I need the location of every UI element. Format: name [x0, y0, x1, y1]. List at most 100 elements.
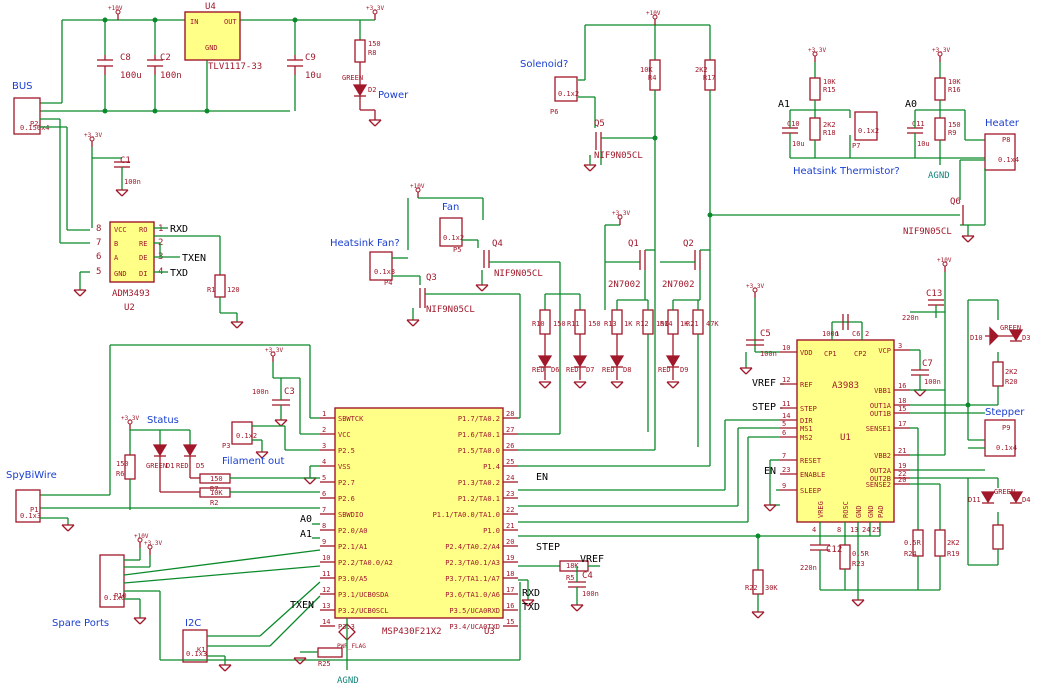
r8-value: 150: [368, 40, 381, 48]
u4-pin-out: OUT: [224, 18, 237, 26]
c12-ref: C12: [826, 545, 842, 555]
r10-ref: R11: [567, 320, 580, 328]
heatsink-thermistor-label: Heatsink Thermistor?: [793, 166, 900, 177]
stepper-section: D10 GREEN D3 R20 2K2 Stepper 0.1x4 P9 D1…: [965, 299, 1030, 566]
u3-right-pin-num: 20: [506, 538, 514, 546]
r9-value: 150: [553, 320, 566, 328]
u1-top-pin-num: 1: [835, 330, 839, 338]
u3-v33: +3.3V: [265, 347, 283, 354]
u3-left-pin-name: SBWDIO: [338, 511, 363, 519]
u1-bottom-pin-name: GND: [867, 505, 875, 518]
d2-led: [352, 84, 368, 97]
fan-v10: +10V: [410, 183, 425, 190]
p7-value: 0.1x2: [858, 127, 879, 135]
v10-rail-label: +10V: [108, 5, 123, 12]
d8-ref: D8: [623, 366, 631, 374]
v33-rail-label: +3.3V: [366, 5, 384, 12]
heater-label: Heater: [985, 118, 1020, 129]
r4-ref: R17: [703, 74, 716, 82]
u2-pin5: 5: [96, 267, 101, 277]
u1-left-pin-name: VDD: [800, 349, 813, 357]
p10-value: 0.1x6: [104, 594, 125, 602]
r15-value: 2K2: [823, 121, 836, 129]
u3-pin-labels: SBWTCK1VCC2P2.53VSS4P2.75P2.66SBWDIO7P2.…: [320, 410, 518, 631]
c10-ref: C10: [787, 120, 800, 128]
u1-value: A3983: [832, 381, 859, 391]
c3-value: 100n: [252, 388, 269, 396]
power-regulator-section: +10V +3.3V IN OUT GND U4 TLV1117-33 C8 1…: [40, 2, 409, 127]
u3-right-pin-name: P1.5/TA0.0: [458, 447, 500, 455]
u1-left-pin-num: 10: [782, 344, 790, 352]
u3-value: MSP430F21X2: [382, 627, 442, 637]
bus-label: BUS: [12, 81, 33, 92]
r3-value: 10K: [640, 66, 653, 74]
u3-left-pin-name: P2.7: [338, 479, 355, 487]
u1-right-pin-num: 15: [898, 405, 906, 413]
p6-ref: P6: [550, 108, 558, 116]
u1-right-pin-num: 20: [898, 476, 906, 484]
p5-ref: P5: [453, 246, 461, 254]
net-rxd-u2: RXD: [170, 224, 188, 235]
u1-left-pin-num: 14: [782, 412, 790, 420]
net-en-u1: EN: [764, 466, 776, 477]
u3-left-pin-name: P3.2/UCB0SCL: [338, 607, 389, 615]
u2-transceiver: +3.3V C1 100n VCC B A GND RO RE DE DI 8 …: [73, 132, 244, 329]
u3-right-pin-name: P2.3/TA0.1/A3: [445, 559, 500, 567]
sp-v10: +10V: [134, 533, 149, 540]
u1-left-pin-name: SLEEP: [800, 487, 821, 495]
r22-value: 0.5R: [852, 550, 870, 558]
spybiwire-label: SpyBiWire: [6, 470, 57, 481]
q1-v33: +3.3V: [612, 210, 630, 217]
u3-right-pin-num: 18: [506, 570, 514, 578]
agnd-label-th: AGND: [928, 171, 950, 181]
q5-ref: Q5: [594, 119, 605, 129]
u1-v10: +10V: [937, 257, 952, 264]
power-label: Power: [378, 90, 409, 101]
u3-left-pin-num: 6: [322, 490, 326, 498]
c7-value: 100n: [924, 378, 941, 386]
solenoid-section: +10V 0.1x2 P6 Solenoid? Q5 NIF9N05CL R4 …: [520, 10, 960, 250]
u3-left-pin-name: P2.6: [338, 495, 355, 503]
u3-right-pin-num: 16: [506, 602, 514, 610]
solenoid-label: Solenoid?: [520, 59, 568, 70]
d3-ref: D3: [1022, 334, 1030, 342]
u1-bottom-pin-name: ROSC: [842, 501, 850, 518]
u2-pin6: 6: [96, 252, 101, 262]
r16-value: 150: [948, 121, 961, 129]
r21-ref: R6: [116, 470, 124, 478]
p2-value: 0.156x4: [20, 124, 50, 132]
u2-pin7: 7: [96, 238, 101, 248]
status-label: Status: [147, 415, 179, 426]
r23-value: 0.5R: [904, 539, 922, 547]
p4-value: 0.1x3: [374, 268, 395, 276]
net-txd-u2: TXD: [170, 268, 188, 279]
c6-ref: C6: [852, 330, 860, 338]
u3-right-pin-name: P1.6/TA0.1: [458, 431, 500, 439]
r13-value: 150: [656, 320, 669, 328]
q2-ref: Q2: [683, 239, 694, 249]
u3-right-pin-num: 15: [506, 618, 514, 626]
u3-right-pin-num: 22: [506, 506, 514, 514]
u2-ro: RO: [139, 226, 147, 234]
p9-value: 0.1x4: [996, 444, 1017, 452]
u3-left-pin-name: P2.0/A0: [338, 527, 368, 535]
spare-ports-label: Spare Ports: [52, 618, 109, 629]
net-en-u3: EN: [536, 472, 548, 483]
filament-out-label: Filament out: [222, 456, 284, 467]
d11-ref: D11: [968, 496, 981, 504]
c10-value: 10u: [792, 140, 805, 148]
u1-bottom-pin-name: VREG: [817, 501, 825, 518]
u1-bottom-pin-num: 13: [850, 526, 858, 534]
r12-value: 1K: [680, 320, 689, 328]
r7-value: 10K: [210, 489, 223, 497]
r6-value: 150: [210, 475, 223, 483]
r1-value: 120: [227, 286, 240, 294]
i2c-label: I2C: [185, 618, 201, 629]
u1-left-pin-name: MS1: [800, 425, 813, 433]
net-step-u3: STEP: [536, 542, 560, 553]
c9-ref: C9: [305, 53, 316, 63]
r21-value: 150: [116, 460, 129, 468]
u3-right-pin-name: P3.7/TA1.1/A7: [445, 575, 500, 583]
u3-right-pin-name: P3.5/UCA0RXD: [449, 607, 500, 615]
u3-left-pin-num: 1: [322, 410, 326, 418]
